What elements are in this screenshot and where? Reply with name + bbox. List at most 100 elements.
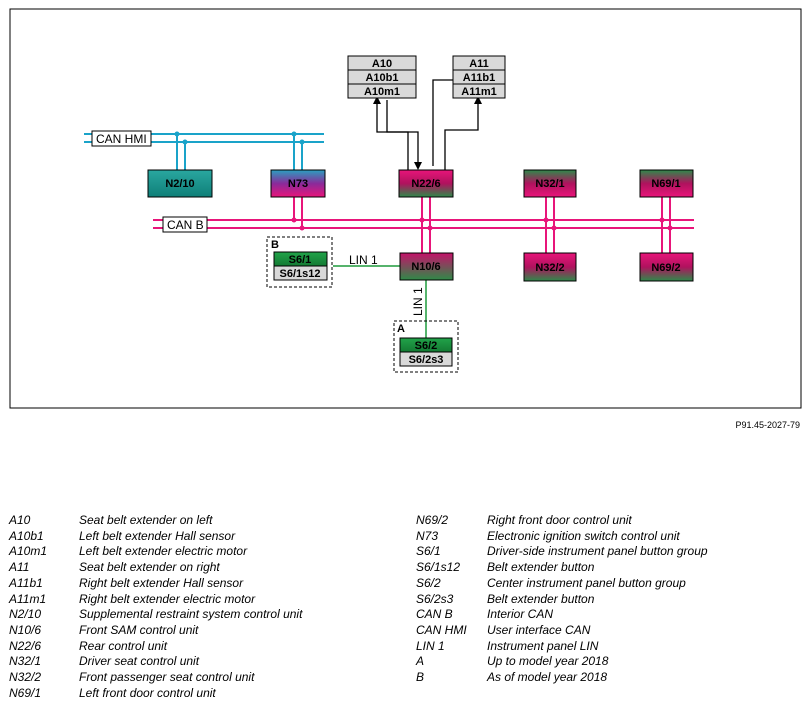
- legend-code: CAN B: [416, 607, 453, 622]
- legend-code: N69/2: [416, 513, 449, 527]
- legend-description: Left belt extender Hall sensor: [79, 528, 236, 543]
- legend-code: S6/1s12: [416, 560, 461, 575]
- legend-row: S6/2 Center instrument panel button group: [416, 576, 708, 592]
- group-a-label: A: [397, 323, 405, 335]
- n22-6-label: N22/6: [411, 178, 440, 190]
- can-b-tag: CAN B: [162, 216, 208, 233]
- legend-description: Seat belt extender on left: [79, 513, 213, 527]
- n32-2-label: N32/2: [535, 262, 564, 274]
- legend-code: S6/1: [416, 544, 441, 559]
- n32-2-unit: N32/2: [523, 252, 577, 282]
- legend-description: Right belt extender electric motor: [79, 591, 256, 606]
- legend-code: N32/2: [9, 670, 42, 685]
- can-hmi-label: CAN HMI: [96, 132, 147, 146]
- legend-code: LIN 1: [416, 638, 445, 653]
- legend-row: N69/2 Right front door control unit: [416, 513, 708, 529]
- a10b1-label: A10b1: [365, 72, 398, 84]
- can-hmi-junctions: [174, 131, 305, 145]
- legend-row: CAN HMI User interface CAN: [416, 623, 708, 639]
- legend-code: N32/1: [9, 654, 42, 669]
- legend-description: Right front door control unit: [487, 513, 632, 527]
- legend-description: As of model year 2018: [487, 670, 608, 685]
- legend-description: Right belt extender Hall sensor: [79, 575, 244, 590]
- legend-description: Up to model year 2018: [487, 654, 609, 669]
- legend-description: Left front door control unit: [79, 685, 216, 700]
- n69-1-label: N69/1: [651, 178, 680, 190]
- legend-row: N32/1 Driver seat control unit: [9, 654, 302, 670]
- legend-row: A10m1 Left belt extender electric motor: [9, 544, 302, 560]
- legend-row: CAN B Interior CAN: [416, 607, 708, 623]
- legend-row: S6/1 Driver-side instrument panel button …: [416, 544, 708, 560]
- lin1-label-vertical: LIN 1: [411, 287, 425, 316]
- a10m1-label: A10m1: [364, 86, 400, 98]
- legend-description: Driver-side instrument panel button grou…: [487, 544, 708, 559]
- s6-1-label: S6/1: [289, 254, 312, 266]
- legend-description: Left belt extender electric motor: [79, 544, 248, 559]
- legend-row: N22/6 Rear control unit: [9, 639, 302, 655]
- a11b1-label: A11b1: [463, 72, 495, 84]
- can-hmi-tag: CAN HMI: [91, 130, 152, 147]
- a11-label: A11: [469, 58, 489, 70]
- legend-description: Driver seat control unit: [79, 654, 200, 669]
- legend-code: A10b1: [9, 528, 44, 543]
- legend-description: Supplemental restraint system control un…: [79, 607, 303, 622]
- legend-code: N69/1: [9, 685, 42, 700]
- n32-1-label: N32/1: [535, 178, 564, 190]
- belt-extender-links: [373, 76, 482, 170]
- can-b-bus: [153, 197, 694, 253]
- group-b-label: B: [271, 239, 279, 251]
- legend-row: A Up to model year 2018: [416, 654, 708, 670]
- n2-10-unit: N2/10: [147, 169, 213, 198]
- legend-code: S6/2: [416, 575, 441, 590]
- n73-label: N73: [288, 178, 308, 190]
- legend-code: N2/10: [9, 607, 42, 622]
- n32-1-unit: N32/1: [523, 169, 577, 198]
- s6-2s3-label: S6/2s3: [409, 354, 444, 366]
- legend-code: S6/2s3: [416, 591, 454, 606]
- n2-10-label: N2/10: [165, 178, 194, 190]
- network-diagram: A10 A10b1 A10m1 A11 A11b1 A11m1 N2/10 N7…: [9, 8, 802, 409]
- n22-6-unit: N22/6: [398, 169, 454, 198]
- legend-row: S6/2s3 Belt extender button: [416, 592, 708, 608]
- legend-description: Instrument panel LIN: [487, 638, 599, 653]
- diagram-frame: [9, 8, 802, 409]
- legend-code: A10m1: [9, 544, 48, 559]
- legend-code: A11b1: [9, 575, 43, 590]
- n10-6-unit: N10/6: [399, 252, 454, 281]
- lin1-lines: [333, 265, 427, 338]
- legend-row: B As of model year 2018: [416, 670, 708, 686]
- legend-description: Front SAM control unit: [79, 622, 199, 637]
- a10-label: A10: [372, 58, 392, 70]
- legend-row: N69/1 Left front door control unit: [9, 686, 302, 702]
- legend-code: A10: [9, 513, 31, 527]
- legend-description: Center instrument panel button group: [487, 575, 686, 590]
- a10-group: A10 A10b1 A10m1: [347, 55, 417, 99]
- a11-group: A11 A11b1 A11m1: [452, 55, 506, 99]
- legend-code: A: [416, 654, 425, 669]
- legend-description: Belt extender button: [487, 591, 595, 606]
- can-b-label: CAN B: [167, 218, 204, 232]
- legend-description: User interface CAN: [487, 622, 591, 637]
- legend-row: A11b1 Right belt extender Hall sensor: [9, 576, 302, 592]
- lin1-label-horizontal: LIN 1: [349, 253, 378, 267]
- group-a: A S6/2 S6/2s3: [393, 320, 459, 373]
- legend-code: B: [416, 670, 425, 685]
- legend-row: LIN 1 Instrument panel LIN: [416, 639, 708, 655]
- can-b-junctions: [291, 217, 673, 231]
- legend-code: N22/6: [9, 638, 42, 653]
- legend-description: Interior CAN: [487, 607, 554, 622]
- legend-description: Electronic ignition switch control unit: [487, 528, 680, 543]
- figure-reference: P91.45-2027-79: [735, 420, 800, 430]
- s6-1s12-label: S6/1s12: [280, 268, 321, 280]
- legend-row: A10b1 Left belt extender Hall sensor: [9, 529, 302, 545]
- legend-code: CAN HMI: [416, 622, 467, 637]
- n69-2-unit: N69/2: [639, 252, 694, 282]
- legend-description: Seat belt extender on right: [79, 560, 220, 575]
- legend-description: Rear control unit: [79, 638, 168, 653]
- n69-1-unit: N69/1: [639, 169, 694, 198]
